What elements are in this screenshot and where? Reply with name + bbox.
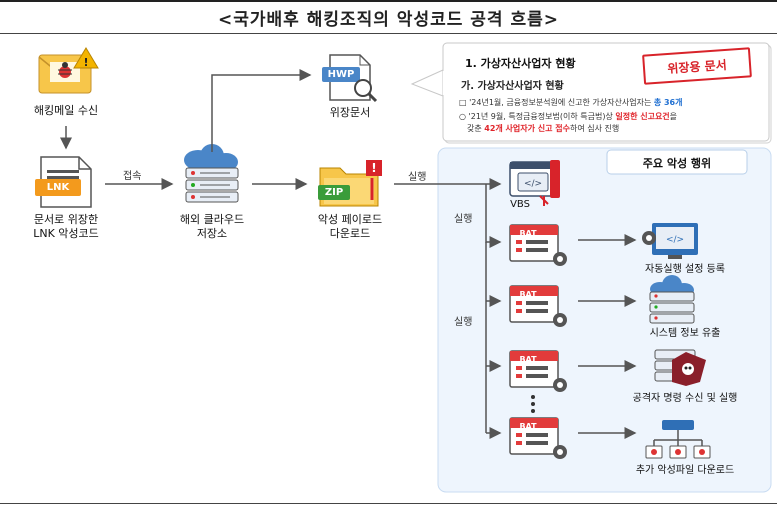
lnk-code-label-1: 문서로 위장한	[33, 213, 99, 226]
lnk-code-label-2: LNK 악성코드	[33, 227, 99, 240]
hwp-tag-label: HWP	[327, 69, 355, 80]
cloud-server-icon	[184, 144, 239, 203]
svg-text:!: !	[83, 56, 88, 69]
attacker-command-icon	[654, 349, 706, 386]
bat-tag-label-3: BAT	[519, 355, 537, 364]
callout-heading: 1. 가상자산사업자 현황	[465, 57, 576, 70]
behavior-panel	[437, 147, 772, 493]
vbs-label: VBS	[510, 199, 530, 210]
bat-file-icon-2	[509, 285, 567, 327]
callout-bullet-3: 갖춘 42개 사업자가 신고 접수하여 심사 진행	[467, 124, 620, 133]
vbs-script-icon: </>	[509, 160, 560, 206]
execute-edge-label-main: 실행	[408, 172, 427, 183]
bat-tag-label-1: BAT	[519, 229, 537, 238]
page-title: <국가배후 해킹조직의 악성코드 공격 흐름>	[0, 0, 777, 34]
behavior-label-2: 시스템 정보 유출	[649, 328, 721, 339]
behavior-panel-title-box	[606, 149, 748, 175]
bat-file-icon-4	[509, 417, 567, 459]
system-info-leak-icon	[649, 275, 695, 324]
execute-edge-label-bat: 실행	[454, 317, 473, 328]
zip-folder-icon: !	[318, 160, 382, 207]
payload-label-1: 악성 페이로드	[317, 213, 383, 226]
flow-arrows	[60, 69, 637, 439]
lnk-tag-label: LNK	[46, 182, 70, 193]
zip-tag-label: ZIP	[324, 187, 344, 198]
arrow-cloud-to-hwp	[211, 69, 312, 152]
bottom-divider	[0, 503, 777, 504]
svg-text:</>: </>	[524, 179, 542, 189]
callout-bullet-1: □ '24년1월, 금융정보분석원에 신고한 가상자산사업자는 총 36개	[459, 98, 683, 107]
behavior-label-3: 공격자 명령 수신 및 실행	[632, 393, 738, 404]
fake-doc-label: 위장문서	[329, 106, 371, 119]
behavior-panel-title: 주요 악성 행위	[642, 157, 712, 170]
fake-document-stamp: 위장용 문서	[642, 47, 752, 85]
bat-file-icon-1	[509, 224, 567, 266]
phishing-mail-label: 해킹메일 수신	[33, 104, 99, 117]
bat-file-icon-3	[509, 350, 567, 392]
bat-tag-label-4: BAT	[519, 422, 537, 431]
more-dots-icon	[531, 395, 535, 413]
hwp-document-icon	[322, 54, 378, 103]
cloud-label-2: 저장소	[196, 227, 228, 240]
extra-malware-download-icon	[645, 420, 711, 459]
lnk-file-icon	[35, 156, 92, 208]
autorun-settings-icon: </>	[642, 223, 698, 259]
payload-label-2: 다운로드	[329, 227, 371, 240]
behavior-label-1: 자동실행 설정 등록	[645, 264, 725, 275]
connect-edge-label: 접속	[123, 171, 142, 182]
cloud-label-1: 해외 클라우드	[179, 213, 245, 226]
svg-text:</>: </>	[666, 235, 684, 245]
fake-document-callout: 1. 가상자산사업자 현황 위장용 문서 가. 가상자산사업자 현황 □ '24…	[443, 43, 773, 143]
mail-bug-icon: !	[38, 47, 99, 94]
svg-text:!: !	[371, 161, 376, 175]
bat-tag-label-2: BAT	[519, 290, 537, 299]
callout-bullet-2: ○ '21년 9월, 특정금융정보법(이하 특금법)상 일정한 신고요건을	[459, 112, 678, 121]
execute-edge-label-vbs: 실행	[454, 214, 473, 225]
behavior-label-4: 추가 악성파일 다운로드	[635, 465, 735, 476]
callout-subheading: 가. 가상자산사업자 현황	[461, 81, 564, 92]
